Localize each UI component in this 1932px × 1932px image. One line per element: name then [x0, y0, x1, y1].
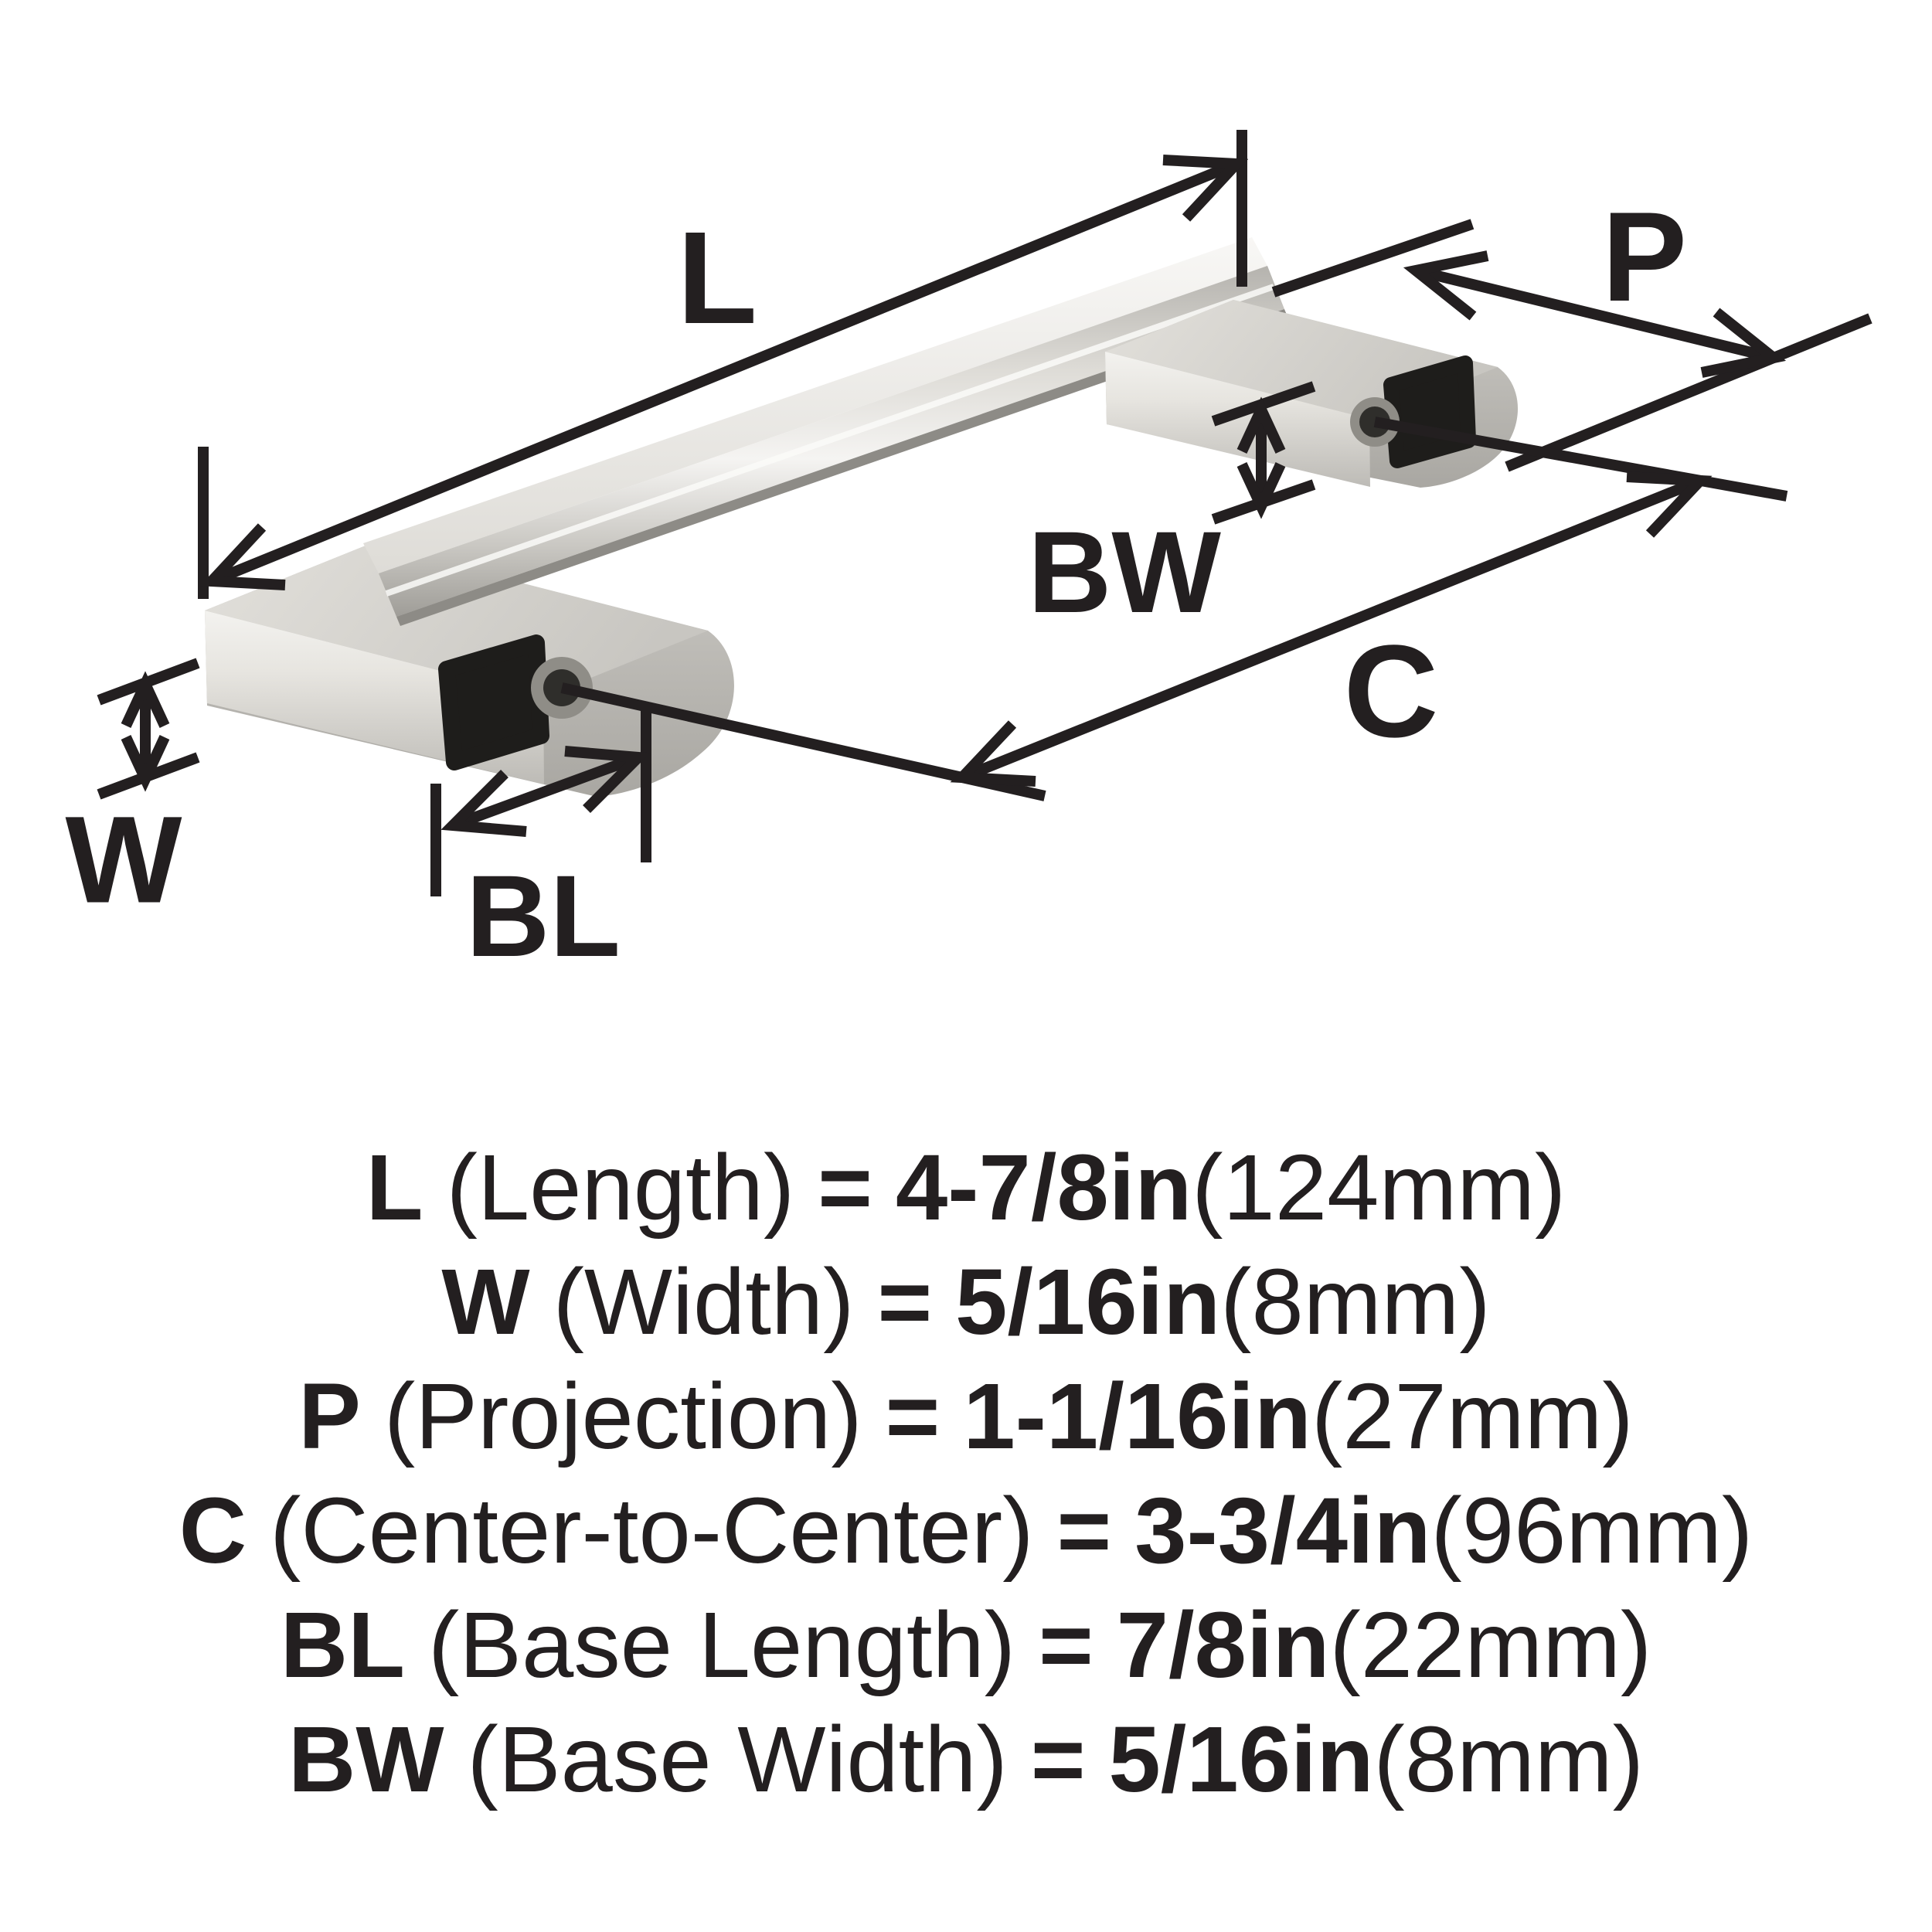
legend-symbol: C: [179, 1478, 247, 1583]
legend-row-base-width: BW(Base Width)=5/16in(8mm): [0, 1702, 1932, 1816]
arrowhead-right-icon: [1162, 155, 1249, 222]
arrowhead-left-icon: [1403, 250, 1489, 321]
dimension-BL: [430, 705, 651, 896]
legend-value: 1-1/16in: [963, 1363, 1311, 1468]
legend-value: 3-3/4in: [1134, 1478, 1431, 1583]
legend-name: (Base Length): [428, 1592, 1016, 1697]
legend-equals: =: [885, 1363, 940, 1468]
legend-symbol: BW: [287, 1706, 444, 1811]
dimension-P-line: [1414, 265, 1775, 363]
legend-equals: =: [1056, 1478, 1112, 1583]
dimension-L: [198, 130, 1249, 599]
arrowhead-up-icon: [1236, 396, 1286, 454]
dimension-L-line: [209, 158, 1239, 587]
legend-metric: (124mm): [1192, 1134, 1566, 1240]
right-foot: [1105, 300, 1519, 488]
arrowhead-down-icon: [121, 735, 170, 792]
handle-bar-top-face: [363, 237, 1267, 573]
left-foot-top-face: [205, 544, 708, 697]
legend-metric: (8mm): [1373, 1706, 1645, 1811]
dimension-BL-line: [451, 752, 641, 831]
arrowhead-left-icon: [440, 770, 527, 837]
legend-metric: (8mm): [1220, 1249, 1491, 1354]
arrowhead-up-icon: [121, 671, 170, 728]
left-foot-socket: [438, 634, 549, 770]
handle-bar-bottom-edge: [396, 309, 1288, 626]
dimension-P-extension-left: [1271, 219, 1475, 298]
arrowhead-left-icon: [199, 523, 286, 590]
label-L: L: [677, 205, 757, 352]
product-dimension-diagram: L P C W BL BW: [65, 130, 1872, 981]
arrowhead-left-icon: [950, 720, 1036, 787]
legend-name: (Width): [553, 1249, 855, 1354]
legend-symbol: W: [441, 1249, 530, 1354]
legend-metric: (22mm): [1329, 1592, 1652, 1697]
cabinet-pull-render: [205, 237, 1519, 797]
handle-bar-highlight: [385, 284, 1275, 597]
dimension-legend: L(Length)=4-7/8in(124mm) W(Width)=5/16in…: [0, 1130, 1932, 1816]
dimension-W: [97, 658, 200, 800]
legend-name: (Length): [446, 1134, 795, 1240]
legend-row-width: W(Width)=5/16in(8mm): [0, 1244, 1932, 1359]
label-W: W: [65, 791, 182, 929]
label-C: C: [1344, 618, 1439, 765]
legend-row-center-to-center: C(Center-to-Center)=3-3/4in(96mm): [0, 1473, 1932, 1587]
legend-value: 5/16in: [955, 1249, 1221, 1354]
legend-equals: =: [877, 1249, 933, 1354]
legend-symbol: BL: [280, 1592, 405, 1697]
arrowhead-right-icon: [1626, 471, 1713, 538]
label-BW: BW: [1028, 507, 1221, 637]
dimension-P: [1271, 219, 1872, 472]
arrowhead-right-icon: [564, 746, 651, 813]
legend-name: (Base Width): [467, 1706, 1008, 1811]
arrowhead-right-icon: [1700, 308, 1787, 378]
legend-equals: =: [1030, 1706, 1086, 1811]
legend-equals: =: [818, 1134, 872, 1240]
label-P: P: [1602, 185, 1687, 328]
handle-bar: [363, 237, 1288, 626]
dimension-C-line: [960, 475, 1702, 783]
right-foot-front-face: [1105, 352, 1370, 487]
dimension-P-extension-right: [1505, 313, 1872, 472]
dimension-C-leader-right-hole: [1373, 417, 1788, 502]
arrowhead-down-icon: [1236, 462, 1286, 519]
legend-metric: (27mm): [1311, 1363, 1634, 1468]
left-foot: [205, 544, 734, 797]
legend-name: (Center-to-Center): [270, 1478, 1034, 1583]
legend-symbol: L: [366, 1134, 423, 1240]
legend-symbol: P: [298, 1363, 361, 1468]
legend-value: 7/8in: [1116, 1592, 1330, 1697]
legend-row-length: L(Length)=4-7/8in(124mm): [0, 1130, 1932, 1244]
right-foot-socket: [1383, 355, 1476, 468]
legend-row-base-length: BL(Base Length)=7/8in(22mm): [0, 1587, 1932, 1702]
legend-value: 5/16in: [1108, 1706, 1374, 1811]
handle-diagram-svg: L P C W BL BW: [65, 130, 1872, 981]
legend-metric: (96mm): [1430, 1478, 1753, 1583]
legend-row-projection: P(Projection)=1-1/16in(27mm): [0, 1359, 1932, 1473]
legend-equals: =: [1039, 1592, 1094, 1697]
label-BL: BL: [466, 851, 621, 981]
legend-value: 4-7/8in: [895, 1134, 1192, 1240]
legend-name: (Projection): [384, 1363, 862, 1468]
dimension-BW: [1211, 381, 1316, 525]
